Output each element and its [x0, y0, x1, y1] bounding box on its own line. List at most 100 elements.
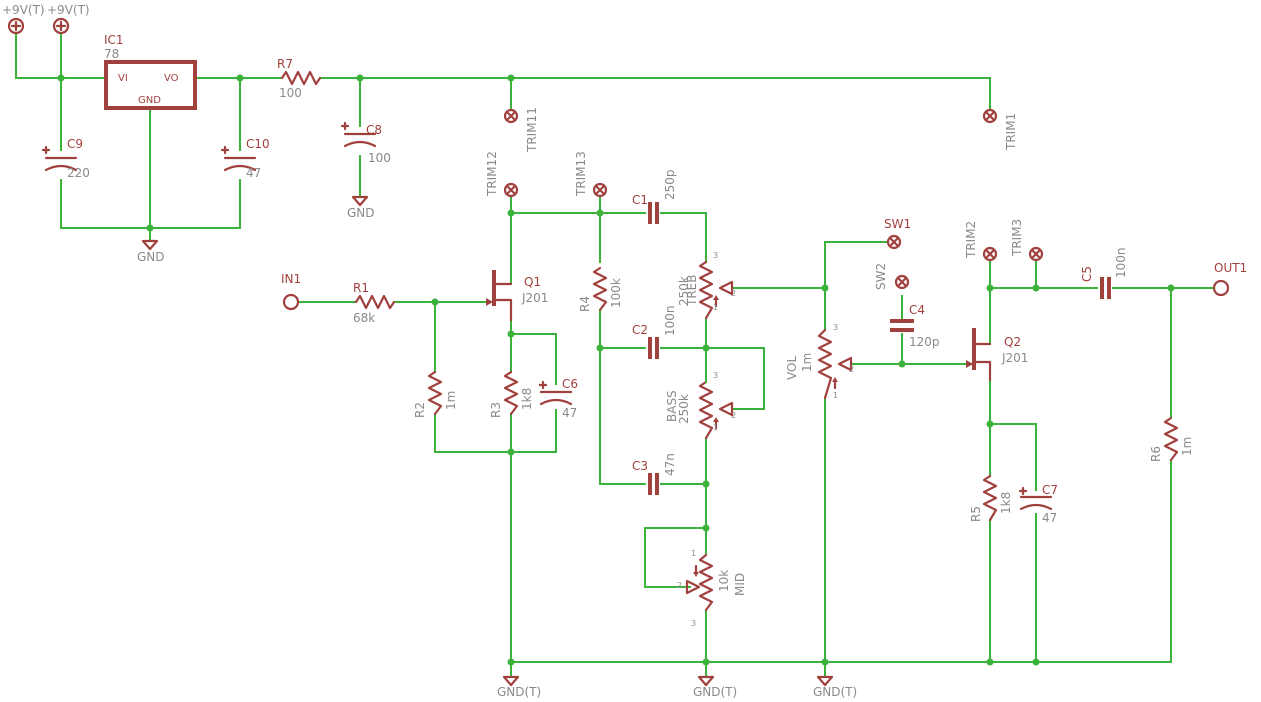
r4-resistor[interactable]	[592, 266, 608, 312]
trim1-pad[interactable]	[982, 108, 998, 124]
vol-potentiometer[interactable]	[817, 328, 853, 400]
sw1-label: SW1	[884, 217, 911, 231]
junction-dot	[986, 284, 994, 292]
supply-9v-2[interactable]	[52, 17, 70, 35]
junction-dot	[507, 448, 515, 456]
mid-potentiometer[interactable]	[685, 553, 714, 612]
c10-name: C10	[246, 137, 270, 151]
junction-dot	[507, 330, 515, 338]
trim11-pad[interactable]	[503, 108, 519, 124]
ic1-pin-vi: VI	[118, 73, 128, 84]
r4-name: R4	[578, 296, 592, 312]
bass-pin2: 2	[731, 411, 736, 420]
c3-name: C3	[632, 459, 648, 473]
junction-dot	[821, 658, 829, 666]
junction-dot	[236, 74, 244, 82]
trim13-label: TRIM13	[574, 151, 588, 197]
mid-pin1: 1	[691, 549, 696, 558]
c3-capacitor[interactable]	[648, 473, 659, 495]
junction-dot	[702, 524, 710, 532]
r1-name: R1	[353, 281, 369, 295]
q2-name: Q2	[1004, 335, 1021, 349]
treb-pin3: 3	[713, 251, 718, 260]
r3-resistor[interactable]	[503, 370, 519, 416]
junction-dot	[507, 209, 515, 217]
c7-name: C7	[1042, 483, 1058, 497]
junction-dot	[702, 658, 710, 666]
bass-potentiometer[interactable]	[698, 380, 734, 440]
r2-value: 1m	[444, 391, 458, 410]
q1-jfet[interactable]	[486, 270, 513, 322]
junction-dot	[986, 658, 994, 666]
junction-dot	[702, 480, 710, 488]
vol-pin3: 3	[833, 323, 838, 332]
junction-dot	[146, 224, 154, 232]
junction-dot	[821, 284, 829, 292]
q2-value: J201	[1001, 351, 1028, 365]
supply-9v-1[interactable]	[7, 17, 25, 35]
r3-name: R3	[489, 402, 503, 418]
r1-resistor[interactable]	[354, 294, 396, 310]
treb-potentiometer[interactable]	[698, 260, 734, 320]
trim3-pad[interactable]	[1028, 246, 1044, 262]
supply-9v-2-label: +9V(T)	[47, 3, 90, 17]
vol-pin1: 1	[833, 391, 838, 400]
bass-pin1: 1	[713, 423, 718, 432]
treb-pin2: 2	[731, 289, 736, 298]
c4-capacitor[interactable]	[890, 319, 914, 332]
c7-value: 47	[1042, 511, 1057, 525]
in1-connector[interactable]	[282, 293, 300, 311]
gnd-t-symbol-1	[502, 675, 520, 687]
trim13-pad[interactable]	[592, 182, 608, 198]
c2-value: 100n	[663, 305, 677, 336]
gnd-t-label-1: GND(T)	[497, 685, 541, 699]
c8-capacitor[interactable]	[340, 121, 377, 148]
mid-name: MID	[733, 573, 747, 596]
c6-value: 47	[562, 406, 577, 420]
junction-dot	[986, 420, 994, 428]
c9-value: 220	[67, 166, 90, 180]
junction-dot	[702, 344, 710, 352]
junction-dot	[898, 360, 906, 368]
gnd-t-symbol-3	[816, 675, 834, 687]
c5-capacitor[interactable]	[1100, 277, 1111, 299]
r6-resistor[interactable]	[1163, 416, 1179, 462]
c1-capacitor[interactable]	[648, 202, 659, 224]
r3-value: 1k8	[520, 388, 534, 410]
c5-name: C5	[1080, 266, 1094, 282]
c7-capacitor[interactable]	[1018, 486, 1053, 511]
c2-capacitor[interactable]	[648, 337, 659, 359]
trim12-label: TRIM12	[485, 151, 499, 197]
r5-value: 1k8	[999, 492, 1013, 514]
sw2-label: SW2	[874, 263, 888, 290]
junction-dot	[57, 74, 65, 82]
sw2-pad[interactable]	[894, 274, 910, 290]
c9-capacitor[interactable]	[41, 145, 78, 172]
r7-name: R7	[277, 57, 293, 71]
r7-resistor[interactable]	[280, 70, 322, 86]
q1-name: Q1	[524, 275, 541, 289]
r1-value: 68k	[353, 311, 375, 325]
c8-name: C8	[366, 123, 382, 137]
sw1-pad[interactable]	[886, 234, 902, 250]
c1-name: C1	[632, 193, 648, 207]
c2-name: C2	[632, 323, 648, 337]
ic1-regulator[interactable]	[104, 60, 197, 110]
gnd-t-label-2: GND(T)	[693, 685, 737, 699]
r5-resistor[interactable]	[982, 474, 998, 522]
c9-name: C9	[67, 137, 83, 151]
out1-connector[interactable]	[1212, 279, 1230, 297]
r2-name: R2	[413, 402, 427, 418]
bass-name: BASS	[665, 390, 679, 422]
c10-capacitor[interactable]	[220, 145, 257, 172]
trim2-pad[interactable]	[982, 246, 998, 262]
c6-capacitor[interactable]	[538, 380, 573, 406]
r2-resistor[interactable]	[427, 370, 443, 416]
junction-dot	[596, 344, 604, 352]
trim12-pad[interactable]	[503, 182, 519, 198]
gnd-symbol-c8	[351, 195, 369, 207]
out1-label: OUT1	[1214, 261, 1247, 275]
q2-jfet[interactable]	[966, 328, 992, 382]
junction-dot	[356, 74, 364, 82]
